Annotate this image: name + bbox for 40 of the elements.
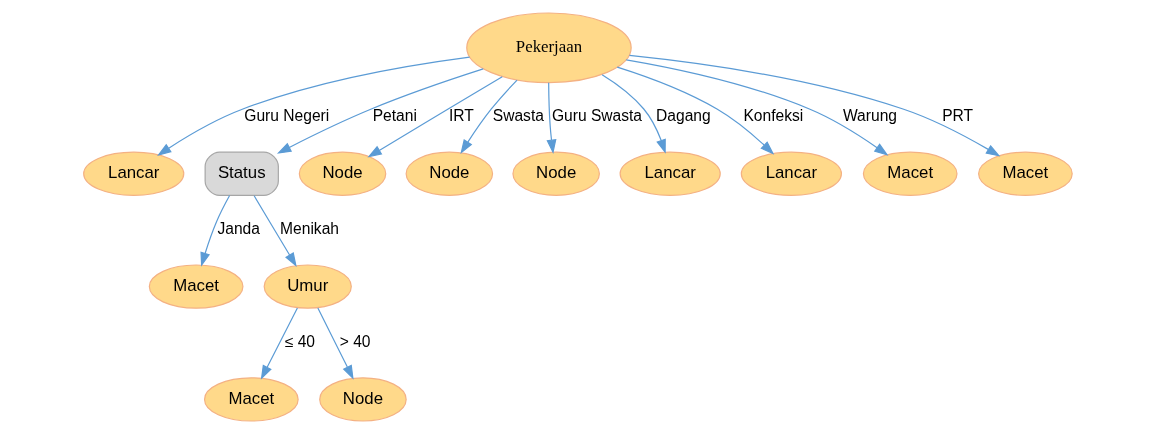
node-ellipse: Macet (862, 151, 958, 196)
node-ellipse: Node (405, 151, 494, 196)
node-ellipse: Node (319, 377, 407, 422)
node-ellipse: Macet (148, 264, 244, 309)
arrow (628, 54, 1001, 157)
node-ellipse: Lancar (619, 151, 721, 196)
edge-label: Petani (372, 107, 417, 125)
node-ellipse: Macet (978, 151, 1073, 196)
arrow (625, 59, 889, 156)
node-ellipse: Node (298, 151, 387, 196)
arrow (601, 74, 666, 154)
arrow (317, 307, 354, 380)
node-ellipse: Node (512, 151, 600, 196)
edge-label: > 40 (339, 333, 371, 351)
edge-label: ≤ 40 (284, 333, 316, 351)
node-ellipse: Macet (203, 377, 299, 422)
edge-label: Warung (842, 107, 898, 125)
node-ellipse: Lancar (740, 151, 842, 196)
arrow (253, 195, 297, 268)
arrow (200, 194, 231, 267)
arrow (276, 68, 484, 154)
arrow (367, 76, 503, 158)
node-ellipse: Lancar (83, 151, 185, 196)
arrow (616, 66, 775, 155)
edge-label: Janda (217, 220, 260, 238)
arrow (460, 79, 518, 154)
edge-label: IRT (448, 107, 474, 125)
node-box: Status (204, 151, 279, 196)
arrow (260, 307, 298, 380)
edge-label: Konfeksi (743, 107, 804, 125)
node-ellipse: Umur (263, 264, 352, 309)
edge-label: Guru Negeri (244, 107, 330, 125)
arrow (157, 56, 471, 156)
arrow (546, 82, 557, 154)
edge-label: Guru Swasta (551, 107, 643, 125)
edge-label: Menikah (280, 220, 340, 238)
edge-label: PRT (942, 107, 974, 125)
edge-label: Swasta (492, 107, 544, 125)
node-ellipse: Pekerjaan (466, 12, 632, 84)
edge-label: Dagang (656, 107, 711, 125)
